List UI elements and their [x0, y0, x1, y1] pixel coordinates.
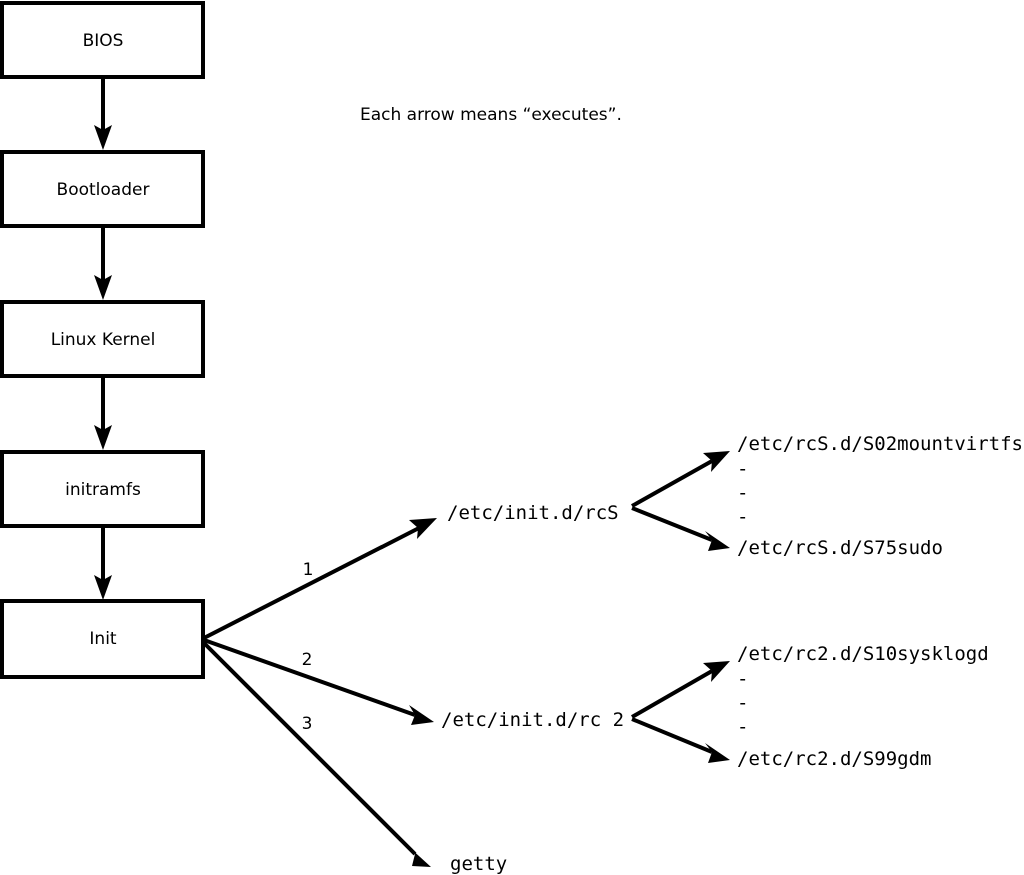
- arrowhead-icon: [94, 125, 112, 150]
- ellipsis-dash-rcs-3: -: [737, 506, 748, 528]
- arrow-rcs-to-last-script: [631, 506, 730, 551]
- arrowhead-icon: [703, 451, 730, 472]
- edge-label-3: 3: [302, 714, 313, 734]
- ellipsis-dash-rc2-2: -: [737, 692, 748, 714]
- arrowhead-icon: [94, 425, 112, 450]
- arrow-init-branch-1: [203, 518, 437, 640]
- node-init-label: Init: [89, 629, 117, 649]
- node-initramfs-box: [0, 450, 205, 528]
- arrowhead-icon: [703, 661, 730, 682]
- arrowhead-icon: [408, 846, 431, 867]
- node-bios-label: BIOS: [83, 31, 124, 51]
- node-kernel-label: Linux Kernel: [51, 330, 156, 350]
- arrow-init-branch-2: [203, 638, 434, 725]
- arrow-kernel-to-initramfs: [94, 376, 112, 450]
- arrow-init-branch-3: [202, 641, 431, 867]
- node-init[interactable]: Init: [0, 599, 205, 679]
- ellipsis-dash-rcs-1: -: [737, 458, 748, 480]
- ellipsis-dash-rcs-2: -: [737, 482, 748, 504]
- node-initramfs-label: initramfs: [65, 480, 141, 500]
- script-label-rc2-first[interactable]: /etc/rc2.d/S10sysklogd: [737, 643, 989, 665]
- branch-label-getty[interactable]: getty: [450, 853, 507, 875]
- node-bootloader-label: Bootloader: [57, 180, 150, 200]
- node-initramfs[interactable]: initramfs: [0, 450, 205, 528]
- edge-label-1: 1: [303, 560, 314, 580]
- node-bootloader[interactable]: Bootloader: [0, 150, 205, 228]
- arrow-rc2-to-first-script: [631, 661, 730, 719]
- branch-label-rc2[interactable]: /etc/init.d/rc 2: [441, 709, 624, 731]
- node-init-box: [0, 599, 205, 679]
- ellipsis-dash-rc2-3: -: [737, 716, 748, 738]
- script-label-rcs-last[interactable]: /etc/rcS.d/S75sudo: [737, 537, 943, 559]
- arrowhead-icon: [94, 575, 112, 600]
- arrow-bios-to-bootloader: [94, 77, 112, 150]
- script-label-rcs-first[interactable]: /etc/rcS.d/S02mountvirtfs: [737, 433, 1023, 455]
- node-bios[interactable]: BIOS: [0, 1, 205, 79]
- arrow-rcs-to-first-script: [631, 451, 730, 508]
- arrowhead-icon: [409, 705, 434, 725]
- arrowhead-icon: [705, 531, 730, 551]
- arrowhead-icon: [409, 518, 437, 539]
- arrow-rc2-to-last-script: [631, 717, 730, 763]
- ellipsis-dash-rc2-1: -: [737, 668, 748, 690]
- node-kernel[interactable]: Linux Kernel: [0, 300, 205, 378]
- edge-label-2: 2: [302, 650, 313, 670]
- branch-label-rcs[interactable]: /etc/init.d/rcS: [447, 502, 619, 524]
- arrow-bootloader-to-kernel: [94, 226, 112, 300]
- node-bios-box: [0, 1, 205, 79]
- arrow-initramfs-to-init: [94, 526, 112, 600]
- arrowhead-icon: [705, 743, 730, 763]
- legend-note: Each arrow means “executes”.: [360, 105, 622, 125]
- arrowhead-icon: [94, 275, 112, 300]
- script-label-rc2-last[interactable]: /etc/rc2.d/S99gdm: [737, 748, 931, 770]
